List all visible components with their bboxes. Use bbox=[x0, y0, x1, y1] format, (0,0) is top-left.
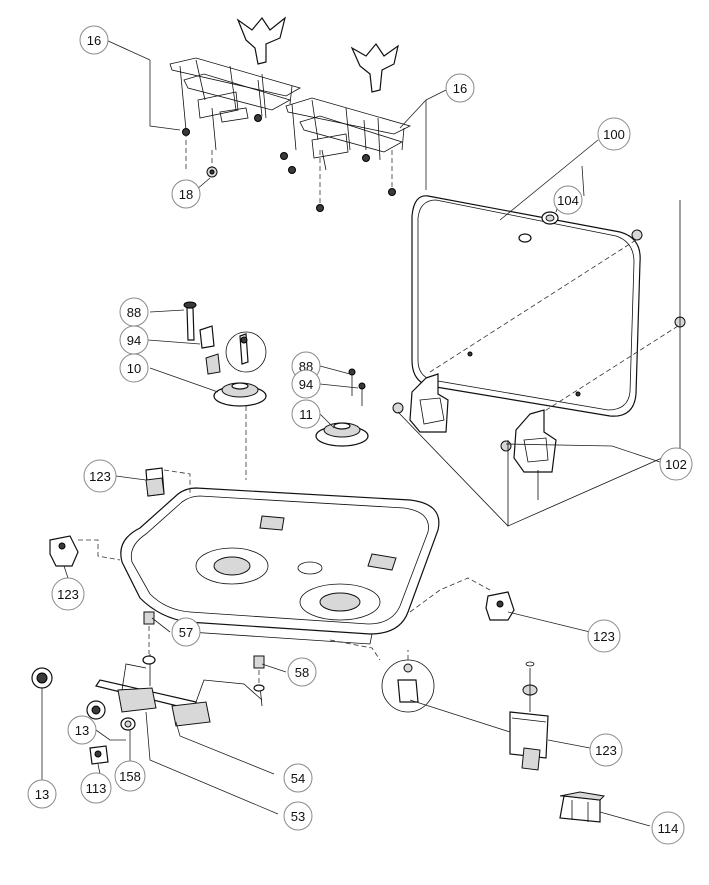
callout-53: 53 bbox=[283, 801, 313, 831]
callout-158: 158 bbox=[114, 760, 146, 792]
callout-label: 94 bbox=[127, 333, 141, 348]
callout-100: 100 bbox=[597, 117, 631, 151]
pan-support-left bbox=[169, 16, 302, 151]
knob-base-123-top bbox=[145, 467, 165, 497]
callout-13-middle: 13 bbox=[67, 715, 97, 745]
callout-113: 113 bbox=[80, 772, 112, 804]
callout-18: 18 bbox=[171, 179, 201, 209]
callout-label: 102 bbox=[665, 457, 687, 472]
callout-label: 10 bbox=[127, 361, 141, 376]
burner-10 bbox=[199, 325, 267, 407]
leader-lines bbox=[41, 39, 661, 827]
part-57-nut bbox=[142, 611, 156, 665]
callout-123-top: 123 bbox=[83, 459, 117, 493]
callout-label: 88 bbox=[127, 305, 141, 320]
part-13-fitting-left bbox=[31, 667, 53, 689]
part-104-washer bbox=[541, 211, 559, 225]
callout-label: 114 bbox=[658, 821, 679, 836]
callout-11: 11 bbox=[291, 399, 321, 429]
part-114-block bbox=[559, 791, 606, 823]
callout-label: 53 bbox=[291, 809, 305, 824]
glass-lid bbox=[411, 195, 641, 417]
callout-16-left: 16 bbox=[79, 25, 109, 55]
burner-11 bbox=[315, 422, 369, 447]
part-18-nut bbox=[206, 166, 218, 178]
callout-57: 57 bbox=[171, 617, 201, 647]
electrode-88-left bbox=[183, 301, 197, 341]
callout-label: 113 bbox=[86, 781, 107, 796]
callout-label: 54 bbox=[291, 771, 305, 786]
callout-label: 100 bbox=[603, 127, 625, 142]
part-113-connector bbox=[89, 745, 109, 765]
callout-114: 114 bbox=[651, 811, 685, 845]
callout-label: 58 bbox=[295, 665, 309, 680]
callout-13-left: 13 bbox=[27, 779, 57, 809]
electrode-88-right bbox=[348, 368, 356, 396]
callout-label: 57 bbox=[179, 625, 193, 640]
part-13-fitting-middle bbox=[86, 700, 106, 720]
rubber-feet bbox=[182, 114, 396, 212]
callout-104: 104 bbox=[553, 185, 583, 215]
callout-88-left: 88 bbox=[119, 297, 149, 327]
callout-94-right: 94 bbox=[291, 369, 321, 399]
knob-base-123-left bbox=[49, 535, 79, 567]
callout-10: 10 bbox=[119, 353, 149, 383]
callout-123-right: 123 bbox=[587, 619, 621, 653]
callout-label: 123 bbox=[57, 587, 79, 602]
thermocouple-94-left bbox=[225, 331, 267, 373]
callout-58: 58 bbox=[287, 657, 317, 687]
callout-label: 94 bbox=[299, 377, 313, 392]
gas-valve-assembly bbox=[95, 654, 263, 727]
knob-detail-circle bbox=[381, 659, 435, 713]
callout-label: 11 bbox=[299, 407, 313, 422]
callout-label: 13 bbox=[75, 723, 89, 738]
knob-base-123-right bbox=[485, 591, 515, 621]
lid-hinge-pins bbox=[631, 229, 686, 328]
callout-54: 54 bbox=[283, 763, 313, 793]
callout-label: 123 bbox=[593, 629, 615, 644]
callout-label: 16 bbox=[453, 81, 467, 96]
callout-16-right: 16 bbox=[445, 73, 475, 103]
callout-123-left: 123 bbox=[51, 577, 85, 611]
callout-label: 16 bbox=[87, 33, 101, 48]
callout-label: 104 bbox=[557, 193, 579, 208]
part-158-ring bbox=[120, 717, 136, 731]
callout-94-left: 94 bbox=[119, 325, 149, 355]
callout-123-bottom: 123 bbox=[589, 733, 623, 767]
part-58-nut bbox=[253, 655, 265, 692]
hob-tray bbox=[120, 487, 440, 645]
callout-label: 158 bbox=[119, 769, 141, 784]
callout-label: 123 bbox=[595, 743, 617, 758]
callout-label: 18 bbox=[179, 187, 193, 202]
knob-base-123-bottom bbox=[509, 661, 549, 771]
lid-hinge-left bbox=[392, 373, 449, 433]
callout-label: 123 bbox=[89, 469, 111, 484]
lid-hinge-right bbox=[500, 409, 557, 473]
callout-label: 13 bbox=[35, 787, 49, 802]
pan-support-right bbox=[285, 42, 412, 171]
callout-102: 102 bbox=[659, 447, 693, 481]
thermocouple-94-right bbox=[358, 382, 366, 406]
